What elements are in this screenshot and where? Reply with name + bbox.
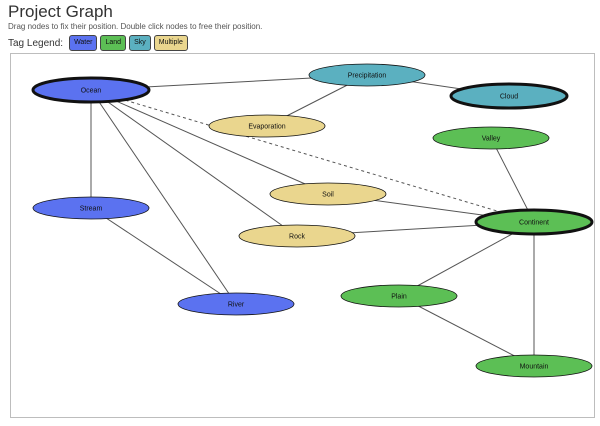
node-valley[interactable]: Valley [432, 126, 550, 150]
edge-valley-continent [490, 137, 535, 223]
page-title: Project Graph [8, 2, 113, 21]
node-plain[interactable]: Plain [340, 284, 458, 308]
node-shape[interactable] [474, 208, 594, 236]
node-shape[interactable] [475, 354, 593, 378]
nodes-layer: Ocean PrecipitationCloudEvaporationValley… [31, 63, 594, 378]
node-shape[interactable] [208, 114, 326, 138]
node-shape[interactable] [449, 82, 569, 110]
tag-water: Water [69, 35, 98, 51]
edge-ocean-river [90, 89, 237, 305]
node-label: Evaporation [248, 123, 285, 130]
node-ocean[interactable]: Ocean [31, 76, 151, 104]
node-shape[interactable] [269, 182, 387, 206]
node-soil[interactable]: Soil [269, 182, 387, 206]
node-cloud[interactable]: Cloud [449, 82, 569, 110]
node-label: Precipitation [348, 72, 387, 79]
node-label: River [228, 301, 245, 308]
node-label: Ocean [81, 87, 102, 94]
node-shape[interactable] [340, 284, 458, 308]
node-evaporation[interactable]: Evaporation [208, 114, 326, 138]
node-shape[interactable] [432, 126, 550, 150]
node-continent[interactable]: Continent [474, 208, 594, 236]
node-label: Mountain [520, 363, 549, 370]
node-shape[interactable] [177, 292, 295, 316]
instructions-text: Drag nodes to fix their position. Double… [8, 22, 263, 31]
node-shape[interactable] [31, 76, 151, 104]
tag-land: Land [100, 35, 127, 51]
node-label: Cloud [500, 93, 518, 100]
node-river[interactable]: River [177, 292, 295, 316]
node-label: Stream [80, 205, 103, 212]
edge-plain-mountain [398, 295, 535, 367]
node-label: Rock [289, 233, 305, 240]
node-label: Soil [322, 191, 334, 198]
node-precipitation[interactable]: Precipitation [308, 63, 426, 87]
node-label: Plain [391, 293, 407, 300]
edge-ocean-soil [90, 89, 329, 195]
node-mountain[interactable]: Mountain [475, 354, 593, 378]
node-stream[interactable]: Stream [32, 196, 150, 220]
edge-ocean-continent [90, 89, 535, 223]
edge-ocean-rock [90, 89, 298, 237]
edges-layer [90, 74, 535, 367]
node-shape[interactable] [308, 63, 426, 87]
tag-multiple: Multiple [153, 35, 188, 51]
node-rock[interactable]: Rock [238, 224, 356, 248]
node-shape[interactable] [238, 224, 356, 248]
tag-legend: Tag Legend: Water Land Sky Multiple [8, 35, 188, 51]
node-shape[interactable] [32, 196, 150, 220]
tag-sky: Sky [129, 35, 151, 51]
graph-svg[interactable]: Ocean PrecipitationCloudEvaporationValley… [11, 54, 594, 417]
node-label: Valley [482, 135, 501, 142]
node-label: Continent [519, 219, 549, 226]
edge-stream-river [90, 207, 237, 305]
tag-legend-label: Tag Legend: [8, 37, 64, 49]
